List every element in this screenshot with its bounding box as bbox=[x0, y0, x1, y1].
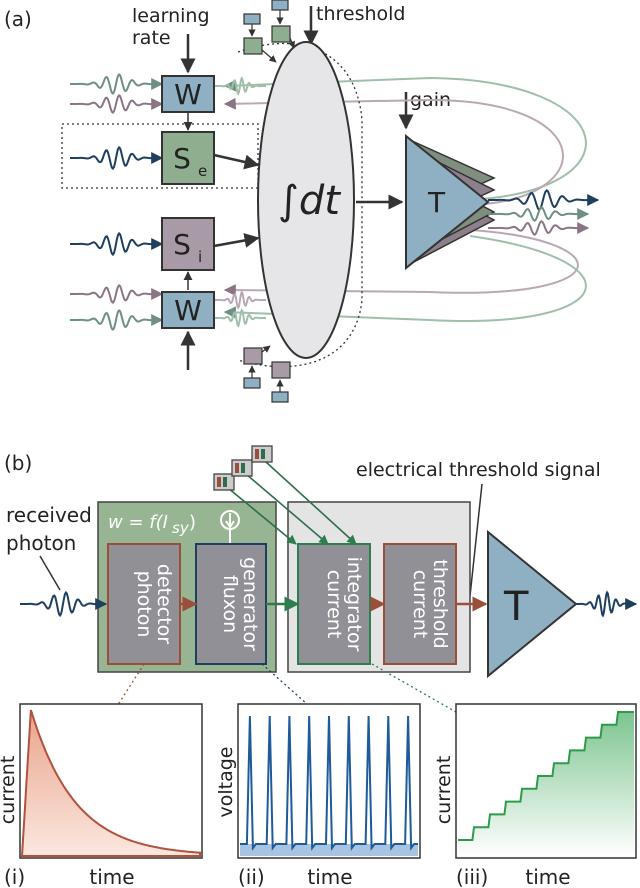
config-boxes-top bbox=[243, 0, 295, 63]
weight-block-bottom bbox=[161, 291, 215, 329]
panel-b: (b) electrical threshold signal received… bbox=[4, 445, 638, 781]
wave-in-green-top bbox=[70, 72, 164, 96]
electrical-threshold-signal-label: electrical threshold signal bbox=[356, 459, 601, 481]
svg-text:): ) bbox=[189, 512, 196, 533]
integrator-ellipse bbox=[257, 41, 355, 359]
fluxon-generator-block bbox=[195, 543, 267, 665]
threshold-block-label: T bbox=[427, 186, 446, 219]
plot-ii-xlabel: time bbox=[307, 865, 352, 888]
threshold-label: threshold bbox=[316, 3, 405, 25]
fluxon-generator-text: fluxon generator bbox=[219, 557, 261, 651]
current-threshold-block bbox=[383, 543, 457, 665]
wave-out-mauve bbox=[488, 220, 590, 236]
wave-in-excitatory bbox=[70, 145, 164, 171]
plot-iii-staircase bbox=[458, 711, 634, 841]
plot-ii: voltage (ii) time bbox=[215, 703, 421, 888]
wave-received-photon bbox=[20, 590, 108, 618]
wave-fb-green-bottom bbox=[214, 308, 266, 328]
config-boxes-bottom bbox=[243, 345, 291, 403]
wave-out-green bbox=[488, 206, 590, 222]
plot-i-curve bbox=[20, 709, 201, 857]
se-subscript: e bbox=[198, 162, 207, 180]
input-wave-packets bbox=[70, 72, 266, 332]
plot-iii-ylabel: current bbox=[433, 756, 455, 825]
photon-label: photon bbox=[6, 531, 76, 555]
wave-in-green-bottom bbox=[70, 308, 164, 332]
excitatory-dotted-box bbox=[61, 123, 259, 189]
feedback-loops bbox=[223, 76, 587, 322]
wave-fb-green-top bbox=[214, 76, 266, 96]
threshold-signal-pointer bbox=[469, 483, 483, 597]
learning-rate-label-line2: rate bbox=[132, 27, 171, 49]
plot-iii: current (iii) time bbox=[433, 703, 637, 888]
plot-ii-spikes bbox=[240, 715, 418, 851]
panel-b-label: (b) bbox=[4, 451, 32, 475]
current-integrator-text: current integrator bbox=[323, 557, 365, 652]
weight-block-top-label: W bbox=[174, 78, 202, 111]
svg-text:sy: sy bbox=[172, 519, 190, 537]
plot-i-label: (i) bbox=[4, 865, 25, 888]
svg-text:detector: detector bbox=[153, 564, 175, 644]
se-to-integrator-arrow bbox=[213, 153, 260, 170]
threshold-triangle-b-label: T bbox=[503, 584, 529, 630]
current-threshold-text: current threshold bbox=[409, 559, 451, 648]
svg-text:threshold: threshold bbox=[429, 559, 451, 648]
plot-i-ylabel: current bbox=[0, 756, 19, 825]
plot-iii-fill bbox=[458, 712, 634, 856]
si-to-integrator-arrow bbox=[213, 233, 260, 248]
plot-iii-label: (iii) bbox=[456, 865, 488, 888]
plot-ii-label: (ii) bbox=[238, 865, 265, 888]
svg-text:fluxon: fluxon bbox=[219, 575, 241, 633]
se-label: S bbox=[173, 142, 191, 175]
weight-block-bottom-label: W bbox=[174, 294, 202, 327]
panel-a: (a) learning rate threshold gain ∫dt bbox=[4, 0, 600, 403]
inhibitory-synapse-block bbox=[161, 217, 215, 271]
svg-text:current: current bbox=[409, 570, 431, 639]
learning-rate-label-line1: learning bbox=[132, 5, 210, 27]
plot-i-xlabel: time bbox=[89, 865, 134, 888]
wave-out-blue bbox=[488, 189, 600, 211]
wave-in-inhibitory bbox=[70, 231, 164, 257]
svg-text:generator: generator bbox=[239, 557, 261, 651]
output-wave-packets bbox=[488, 189, 600, 236]
integral-symbol: ∫dt bbox=[278, 178, 341, 224]
current-source-icon bbox=[220, 510, 240, 544]
received-pointer bbox=[39, 555, 61, 591]
weight-equation: w = f(I sy ) bbox=[108, 512, 196, 537]
weight-block-top bbox=[161, 75, 215, 113]
svg-text:current: current bbox=[323, 570, 345, 639]
excitatory-synapse-block bbox=[161, 131, 215, 185]
svg-text:photon: photon bbox=[133, 571, 155, 638]
threshold-stack bbox=[405, 133, 496, 271]
plot-iii-xlabel: time bbox=[525, 865, 570, 888]
svg-text:w = f(I: w = f(I bbox=[108, 512, 168, 533]
si-label: S bbox=[173, 228, 191, 261]
plot-ii-ylabel: voltage bbox=[215, 747, 237, 818]
si-subscript: i bbox=[198, 248, 202, 266]
wave-output-b bbox=[574, 590, 638, 618]
plot-i: current (i) time bbox=[0, 703, 203, 888]
panel-a-label: (a) bbox=[4, 7, 32, 31]
wave-fb-mauve-bottom bbox=[214, 290, 266, 310]
wave-in-mauve-top bbox=[70, 94, 164, 114]
threshold-triangle-b bbox=[487, 529, 578, 679]
received-label: received bbox=[6, 503, 92, 527]
wave-in-mauve-bottom bbox=[70, 284, 164, 304]
panel-b-wave-packets bbox=[20, 590, 638, 618]
photon-detector-text: photon detector bbox=[133, 564, 175, 644]
svg-text:integrator: integrator bbox=[343, 557, 365, 652]
config-chips bbox=[213, 445, 357, 545]
